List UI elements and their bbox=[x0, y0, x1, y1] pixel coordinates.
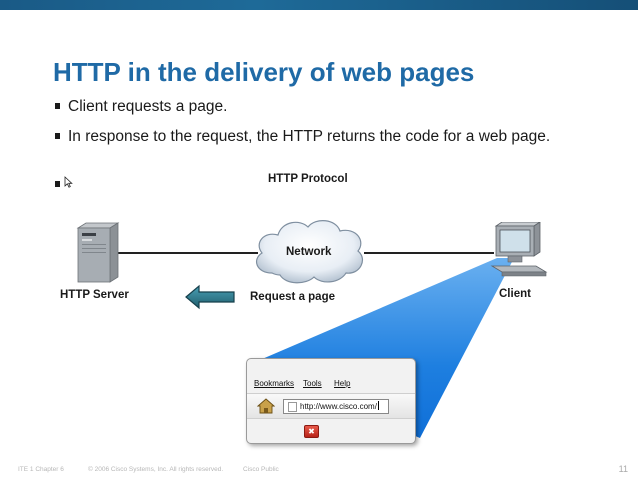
connection-line-right bbox=[364, 252, 494, 254]
bullet-text: Client requests a page. bbox=[68, 98, 613, 116]
browser-menubar: Bookmarks Tools Help bbox=[247, 377, 415, 391]
browser-toolbar: http://www.cisco.com/ bbox=[247, 393, 415, 419]
bullet-text: In response to the request, the HTTP ret… bbox=[68, 128, 613, 146]
footer-course: ITE 1 Chapter 6 bbox=[18, 466, 64, 473]
network-label: Network bbox=[286, 246, 331, 258]
protocol-label: HTTP Protocol bbox=[268, 173, 348, 185]
server-label: HTTP Server bbox=[60, 289, 129, 301]
bullet-marker bbox=[55, 103, 60, 109]
left-arrow-icon bbox=[184, 284, 236, 310]
server-icon bbox=[74, 222, 120, 284]
slide-title: HTTP in the delivery of web pages bbox=[53, 57, 474, 88]
bullet-marker bbox=[55, 181, 60, 187]
page-number: 11 bbox=[619, 464, 628, 474]
connection-line-left bbox=[118, 252, 258, 254]
footer-classification: Cisco Public bbox=[243, 466, 279, 473]
stop-icon[interactable]: ✖ bbox=[304, 425, 319, 438]
request-label: Request a page bbox=[250, 291, 335, 303]
home-icon[interactable] bbox=[257, 398, 275, 414]
bullet-marker bbox=[55, 133, 60, 139]
menu-bookmarks[interactable]: Bookmarks bbox=[254, 379, 294, 388]
address-bar[interactable]: http://www.cisco.com/ bbox=[283, 399, 389, 414]
text-cursor bbox=[378, 401, 379, 410]
url-text: http://www.cisco.com/ bbox=[300, 402, 377, 411]
browser-window: Bookmarks Tools Help http://www.cisco.co… bbox=[246, 358, 416, 444]
footer-copyright: © 2006 Cisco Systems, Inc. All rights re… bbox=[88, 466, 223, 473]
cursor-arrow-icon bbox=[64, 176, 73, 188]
menu-tools[interactable]: Tools bbox=[303, 379, 322, 388]
menu-help[interactable]: Help bbox=[334, 379, 350, 388]
client-label: Client bbox=[499, 288, 531, 300]
page-icon bbox=[288, 402, 297, 412]
monitor-icon bbox=[490, 222, 550, 278]
